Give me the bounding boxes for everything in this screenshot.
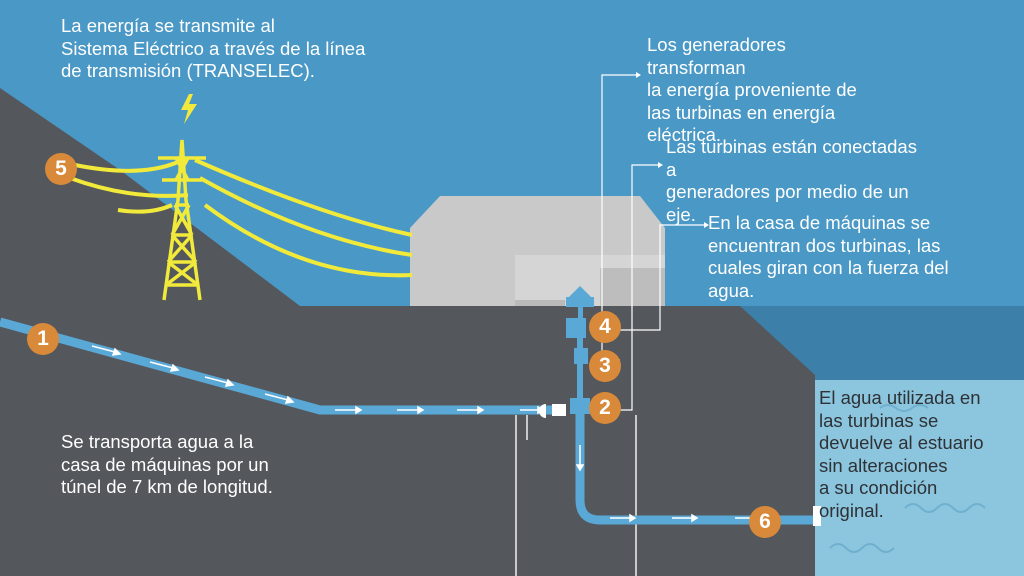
transmission-text: La energía se transmite al Sistema Eléct… (61, 15, 366, 81)
shaft-lines (515, 415, 637, 576)
step-badge-6: 6 (749, 506, 781, 538)
ground (0, 88, 815, 576)
turbine-generator (539, 286, 594, 418)
estuary-water (815, 380, 1024, 576)
estuary-waves (829, 404, 986, 553)
machine-house-text: En la casa de máquinas se encuentran dos… (708, 212, 949, 301)
step-badge-5: 5 (45, 153, 77, 185)
generators-text: Los generadores transforman la energía p… (647, 34, 857, 145)
estuary-text: El agua utilizada en las turbinas se dev… (819, 387, 984, 521)
step-badge-3: 3 (589, 350, 621, 382)
pipe-outlet (813, 506, 821, 526)
turbines-connected-text: Las turbinas están conectadas a generado… (666, 136, 917, 225)
step-badge-2: 2 (589, 392, 621, 424)
lightning-bolt-icon (181, 94, 197, 124)
power-lines (69, 158, 413, 278)
tunnel-text: Se transporta agua a la casa de máquinas… (61, 431, 273, 497)
step-badge-1: 1 (27, 323, 59, 355)
step-badge-4: 4 (589, 311, 621, 343)
transmission-tower-icon (158, 139, 206, 301)
callout-arrowheads (636, 72, 709, 228)
discharge-pipe (575, 414, 815, 525)
